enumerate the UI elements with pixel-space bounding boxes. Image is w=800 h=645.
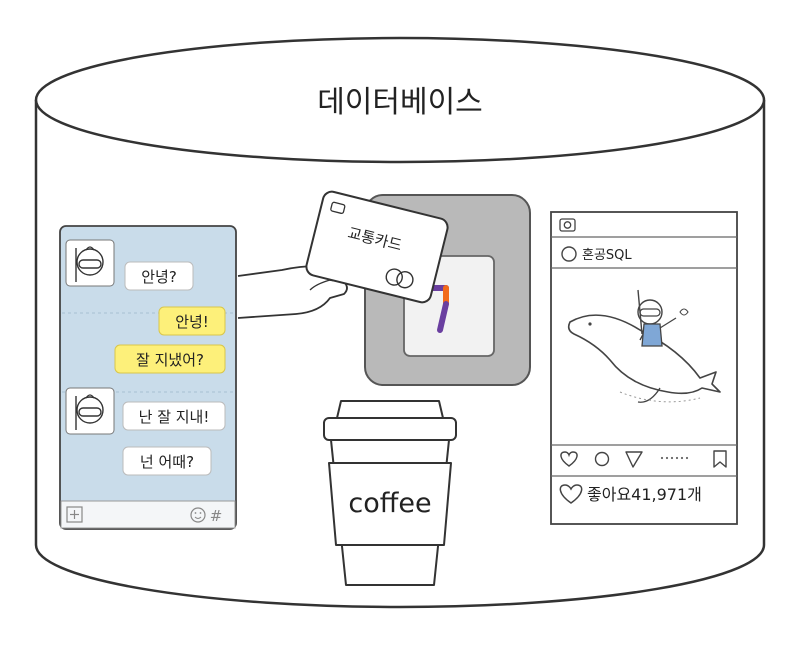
dolphin-illustration bbox=[567, 289, 721, 403]
cylinder-top bbox=[34, 36, 766, 164]
carousel-dots-icon bbox=[660, 456, 689, 460]
svg-text:안녕!: 안녕! bbox=[175, 313, 209, 331]
chat-phone: # 안녕? 안녕! 잘 지냈어? bbox=[59, 225, 237, 530]
chat-bubble-other: 넌 어때? bbox=[122, 446, 212, 476]
cup-lid bbox=[336, 400, 444, 419]
svg-text:난 잘 지내!: 난 잘 지내! bbox=[139, 408, 210, 426]
card-chip-icon bbox=[330, 201, 346, 215]
bookmark-icon[interactable] bbox=[713, 450, 727, 468]
cup-sleeve bbox=[328, 462, 452, 546]
chat-bubble-me: 잘 지냈어? bbox=[114, 344, 226, 374]
chat-bubble-other: 난 잘 지내! bbox=[122, 401, 226, 431]
chat-input-bar[interactable] bbox=[60, 500, 236, 529]
dolphin bbox=[567, 314, 721, 395]
svg-text:넌 어때?: 넌 어때? bbox=[140, 453, 194, 471]
avatar bbox=[65, 239, 115, 287]
chat-bubble-other: 안녕? bbox=[124, 261, 194, 291]
cup-lid-rim bbox=[323, 417, 457, 441]
share-icon[interactable] bbox=[625, 451, 643, 468]
database-title: 데이터베이스 bbox=[317, 85, 483, 120]
attach-icon[interactable] bbox=[66, 506, 83, 523]
likes-count[interactable]: 좋아요41,971개 bbox=[587, 485, 702, 504]
profile-avatar-icon[interactable] bbox=[561, 246, 577, 262]
avatar bbox=[65, 387, 115, 435]
coffee-cup: coffee bbox=[323, 400, 457, 586]
likes-heart-icon bbox=[559, 484, 583, 504]
emoji-icon[interactable] bbox=[190, 507, 206, 523]
transit-card bbox=[305, 190, 449, 304]
chat-bubble-me: 안녕! bbox=[158, 306, 226, 336]
comment-icon[interactable] bbox=[594, 451, 610, 467]
card-brand-icon bbox=[385, 268, 414, 289]
svg-text:안녕?: 안녕? bbox=[141, 268, 177, 286]
heart-icon[interactable] bbox=[560, 451, 578, 467]
camera-icon[interactable] bbox=[559, 218, 576, 232]
account-name[interactable]: 혼공SQL bbox=[582, 248, 632, 263]
social-post: 혼공SQL bbox=[550, 211, 738, 525]
coffee-label: coffee bbox=[348, 488, 431, 519]
svg-text:잘 지냈어?: 잘 지냈어? bbox=[136, 351, 204, 369]
hand-with-card: 교통카드 bbox=[237, 190, 449, 319]
hashtag-icon[interactable]: # bbox=[210, 507, 223, 525]
